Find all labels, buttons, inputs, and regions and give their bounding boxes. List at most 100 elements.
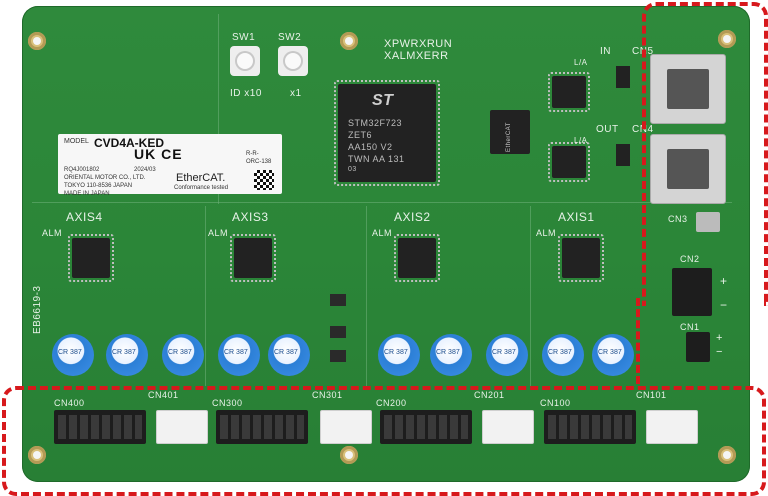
- la-label-2: L/A: [574, 136, 588, 145]
- id-x10-label: ID x10: [230, 88, 262, 99]
- cn3-connector[interactable]: [696, 212, 720, 232]
- highlight-bottom-region: [2, 386, 766, 496]
- mounting-hole-top-mid: [340, 32, 358, 50]
- cn300-connector[interactable]: [216, 410, 308, 444]
- link-led-in: [616, 66, 630, 88]
- mounting-hole-top-right: [718, 30, 736, 48]
- cn2-connector[interactable]: [672, 268, 712, 316]
- ethernet-port-out[interactable]: [650, 134, 726, 204]
- plus-sign-2: +: [716, 332, 723, 344]
- alm-label-axis1: ALM: [536, 228, 557, 238]
- ethercat-logo: EtherCAT.: [176, 172, 226, 184]
- axis1-label: AXIS1: [558, 210, 595, 224]
- mcu-line3: AA150 V2: [348, 142, 393, 152]
- phy-chip-1: [548, 72, 590, 112]
- cn1-connector[interactable]: [686, 332, 710, 362]
- model-name: CVD4A-KED: [94, 136, 165, 150]
- plus-sign-1: +: [720, 274, 728, 288]
- capacitor: CR 387: [542, 334, 584, 376]
- mosfet: [330, 350, 346, 362]
- mcu-line5: 03: [348, 166, 357, 173]
- driver-chip-axis3: [230, 234, 276, 282]
- axis4-label: AXIS4: [66, 210, 103, 224]
- mcu-brand: ST: [372, 92, 394, 109]
- rr-code: R-R- ORC-138: [246, 151, 272, 165]
- cn300-label: CN300: [212, 398, 243, 408]
- cn301-connector[interactable]: [320, 410, 372, 444]
- status-line-alm-err: ХALMХERR: [384, 50, 449, 62]
- cn201-connector[interactable]: [482, 410, 534, 444]
- silk-divider: [218, 14, 219, 204]
- conformance-text: Conformance tested: [174, 185, 229, 191]
- minus-sign-1: −: [720, 298, 728, 312]
- alm-label-axis4: ALM: [42, 228, 63, 238]
- silk-divider: [32, 202, 732, 203]
- mounting-hole-top-left: [28, 32, 46, 50]
- capacitor: CR 387: [162, 334, 204, 376]
- axis2-label: AXIS2: [394, 210, 431, 224]
- board-id: EB6619-3: [32, 285, 43, 334]
- cn400-label: CN400: [54, 398, 85, 408]
- cn400-connector[interactable]: [54, 410, 146, 444]
- minus-sign-2: −: [716, 346, 723, 358]
- qr-code: [254, 170, 274, 190]
- mounting-hole-bottom-mid: [340, 446, 358, 464]
- silk-divider: [205, 206, 206, 386]
- cn101-connector[interactable]: [646, 410, 698, 444]
- capacitor: CR 387: [378, 334, 420, 376]
- manufacturer-info: ORIENTAL MOTOR CO., LTD. TOKYO 110-8536 …: [64, 175, 146, 197]
- cn401-connector[interactable]: [156, 410, 208, 444]
- driver-chip-axis2: [394, 234, 440, 282]
- driver-chip-axis1: [558, 234, 604, 282]
- capacitor: CR 387: [592, 334, 634, 376]
- cn201-label: CN201: [474, 390, 505, 400]
- cn100-label: CN100: [540, 398, 571, 408]
- highlight-ethernet-region: [642, 2, 768, 306]
- cn301-label: CN301: [312, 390, 343, 400]
- mcu-part: STM32F723: [348, 118, 403, 128]
- highlight-right-strip: [636, 298, 644, 384]
- mcu-line2: ZET6: [348, 130, 373, 140]
- cn200-connector[interactable]: [380, 410, 472, 444]
- manufacture-date: 2024/03: [134, 167, 156, 173]
- cn100-connector[interactable]: [544, 410, 636, 444]
- cn401-label: CN401: [148, 390, 179, 400]
- cn2-label: CN2: [680, 254, 700, 264]
- port-in-label: IN: [600, 46, 611, 57]
- mcu-chip: ST STM32F723 ZET6 AA150 V2 TWN AA 131 03: [334, 80, 440, 186]
- product-label: MODEL CVD4A-KED UK CE R-R- ORC-138 RQ4J0…: [58, 134, 282, 197]
- axis3-label: AXIS3: [232, 210, 269, 224]
- cn200-label: CN200: [376, 398, 407, 408]
- ethercat-chip-label: EtherCAT: [506, 122, 512, 152]
- cert-marks: UK CE: [134, 146, 183, 162]
- mounting-hole-bottom-right: [718, 446, 736, 464]
- lot-number: RQ4J001802: [64, 167, 100, 173]
- ethernet-port-in[interactable]: [650, 54, 726, 124]
- alm-label-axis3: ALM: [208, 228, 229, 238]
- mounting-hole-bottom-left: [28, 446, 46, 464]
- capacitor: CR 387: [106, 334, 148, 376]
- circuit-board: SW1 SW2 ID x10 x1 ХPWRХRUN ХALMХERR ST S…: [22, 6, 750, 482]
- link-led-out: [616, 144, 630, 166]
- rotary-switch-sw2[interactable]: [278, 46, 308, 76]
- silk-divider: [366, 206, 367, 386]
- rotary-switch-sw1[interactable]: [230, 46, 260, 76]
- mosfet: [330, 294, 346, 306]
- capacitor: CR 387: [268, 334, 310, 376]
- port-out-label: OUT: [596, 124, 619, 135]
- sw1-label: SW1: [232, 32, 256, 43]
- phy-chip-2: [548, 142, 590, 182]
- la-label-1: L/A: [574, 58, 588, 67]
- mcu-line4: TWN AA 131: [348, 154, 405, 164]
- driver-chip-axis4: [68, 234, 114, 282]
- capacitor: CR 387: [430, 334, 472, 376]
- capacitor: CR 387: [218, 334, 260, 376]
- status-line-pwr-run: ХPWRХRUN: [384, 38, 453, 50]
- silk-divider: [530, 206, 531, 386]
- cn101-label: CN101: [636, 390, 667, 400]
- sw2-label: SW2: [278, 32, 302, 43]
- alm-label-axis2: ALM: [372, 228, 393, 238]
- capacitor: CR 387: [486, 334, 528, 376]
- cn1-label: CN1: [680, 322, 700, 332]
